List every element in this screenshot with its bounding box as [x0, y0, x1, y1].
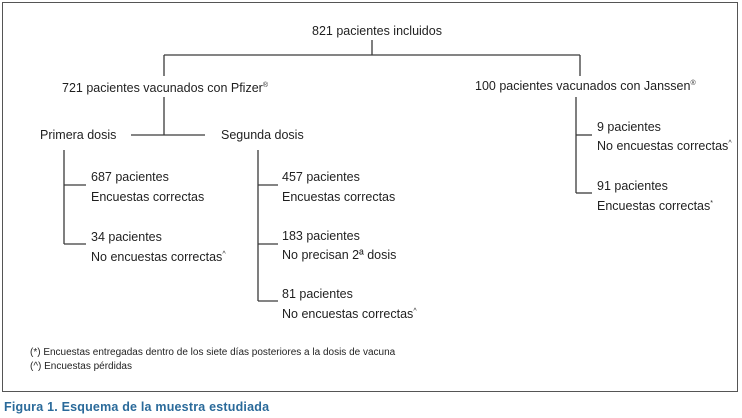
primera-leaf-1-count: 687 pacientes	[91, 170, 169, 184]
segunda-dosis-label: Segunda dosis	[221, 128, 304, 142]
janssen-leaf-1-count: 9 pacientes	[597, 120, 661, 134]
segunda-leaf-1-desc: Encuestas correctas	[282, 190, 396, 204]
segunda-leaf-3-desc: No encuestas correctas^	[282, 307, 417, 321]
figure-caption: Figura 1. Esquema de la muestra estudiad…	[4, 400, 270, 414]
footnote-caret: (^) Encuestas pérdidas	[30, 361, 132, 372]
segunda-leaf-3-count: 81 pacientes	[282, 287, 353, 301]
segunda-leaf-1-count: 457 pacientes	[282, 170, 360, 184]
primera-leaf-2-desc: No encuestas correctas^	[91, 250, 226, 264]
janssen-node: 100 pacientes vacunados con Janssen®	[475, 79, 696, 93]
segunda-leaf-2-count: 183 pacientes	[282, 229, 360, 243]
footnote-asterisk: (*) Encuestas entregadas dentro de los s…	[30, 347, 396, 358]
primera-dosis-label: Primera dosis	[40, 128, 117, 142]
primera-leaf-2-count: 34 pacientes	[91, 230, 162, 244]
figure-frame	[2, 2, 738, 392]
segunda-leaf-2-desc: No precisan 2ª dosis	[282, 248, 397, 262]
root-node: 821 pacientes incluidos	[312, 24, 442, 38]
janssen-leaf-2-desc: Encuestas correctas*	[597, 199, 713, 213]
primera-leaf-1-desc: Encuestas correctas	[91, 190, 205, 204]
janssen-leaf-2-count: 91 pacientes	[597, 179, 668, 193]
pfizer-node: 721 pacientes vacunados con Pfizer®	[62, 81, 268, 95]
janssen-leaf-1-desc: No encuestas correctas^	[597, 139, 732, 153]
